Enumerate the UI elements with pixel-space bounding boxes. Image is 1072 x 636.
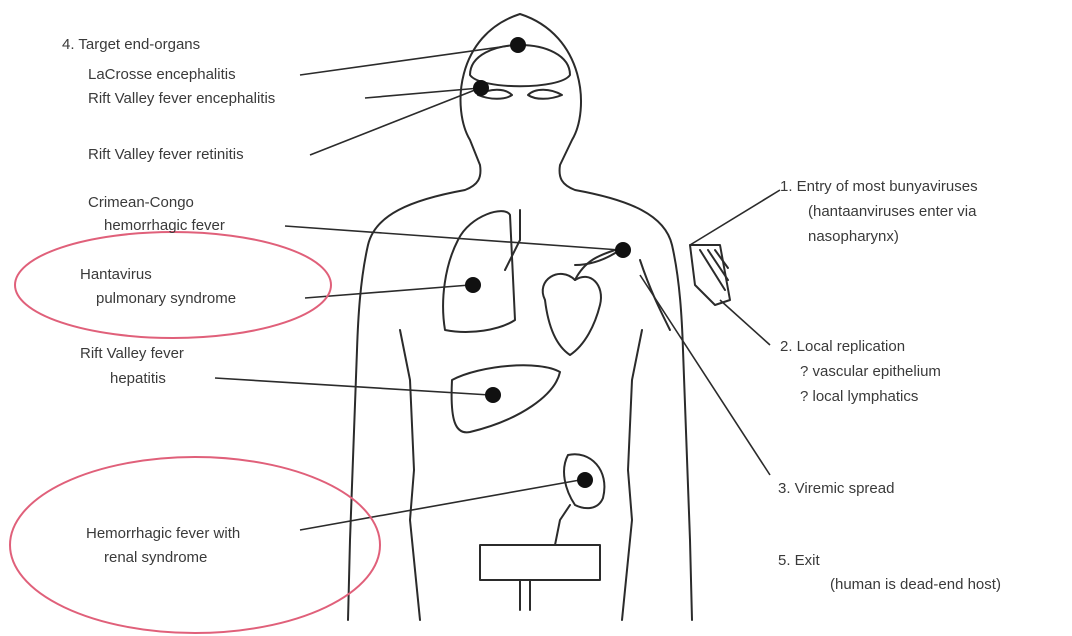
highlight-ellipse-hps (15, 232, 331, 338)
dot-entry (615, 242, 631, 258)
label-local-line1: 2. Local replication (780, 338, 905, 356)
lung-outline (443, 211, 515, 332)
label-hps-line1: Hantavirus (80, 266, 152, 284)
bladder-outline (480, 545, 600, 580)
label-entry-line2: (hantaanviruses enter via (808, 203, 976, 221)
body-outline (348, 14, 692, 620)
label-exit-line1: 5. Exit (778, 552, 820, 570)
label-hfrs-line2: renal syndrome (104, 549, 207, 567)
pointer-lines (215, 45, 780, 530)
liver-outline (452, 365, 560, 432)
dot-kidney (577, 472, 593, 488)
label-cchf-line1: Crimean-Congo (88, 194, 194, 212)
label-local-line3: ? local lymphatics (800, 388, 918, 406)
label-hfrs-line1: Hemorrhagic fever with (86, 525, 240, 543)
label-hps-line2: pulmonary syndrome (96, 290, 236, 308)
dot-eye (473, 80, 489, 96)
dot-liver (485, 387, 501, 403)
pointer-hepatitis (215, 378, 490, 395)
label-lacrosse: LaCrosse encephalitis (88, 66, 236, 84)
label-rvf-hepatitis-line2: hepatitis (110, 370, 166, 388)
label-cchf-line2: hemorrhagic fever (104, 217, 225, 235)
pointer-viremic (640, 275, 770, 475)
label-entry-line1: 1. Entry of most bunyaviruses (780, 178, 978, 196)
pointer-entry (690, 190, 780, 245)
pointer-lacrosse (300, 45, 515, 75)
pointer-local (720, 300, 770, 345)
dot-brain (510, 37, 526, 53)
label-rvf-hepatitis-line1: Rift Valley fever (80, 345, 184, 363)
pointer-hfrs (300, 480, 580, 530)
dot-lung (465, 277, 481, 293)
label-local-line2: ? vascular epithelium (800, 363, 941, 381)
label-rvf-retinitis: Rift Valley fever retinitis (88, 146, 244, 164)
target-dots (465, 37, 631, 488)
highlight-ellipse-hfrs (10, 457, 380, 633)
label-viremic: 3. Viremic spread (778, 480, 894, 498)
label-exit-line2: (human is dead-end host) (830, 576, 1001, 594)
label-rvf-encephalitis: Rift Valley fever encephalitis (88, 90, 275, 108)
target-heading: 4. Target end-organs (62, 36, 200, 54)
heart-outline (543, 274, 601, 355)
pointer-cchf (285, 226, 620, 250)
eye-right (528, 90, 562, 99)
label-entry-line3: nasopharynx) (808, 228, 899, 246)
pointer-rvf-retinitis (310, 88, 480, 155)
pointer-rvf-encephalitis (365, 88, 480, 98)
